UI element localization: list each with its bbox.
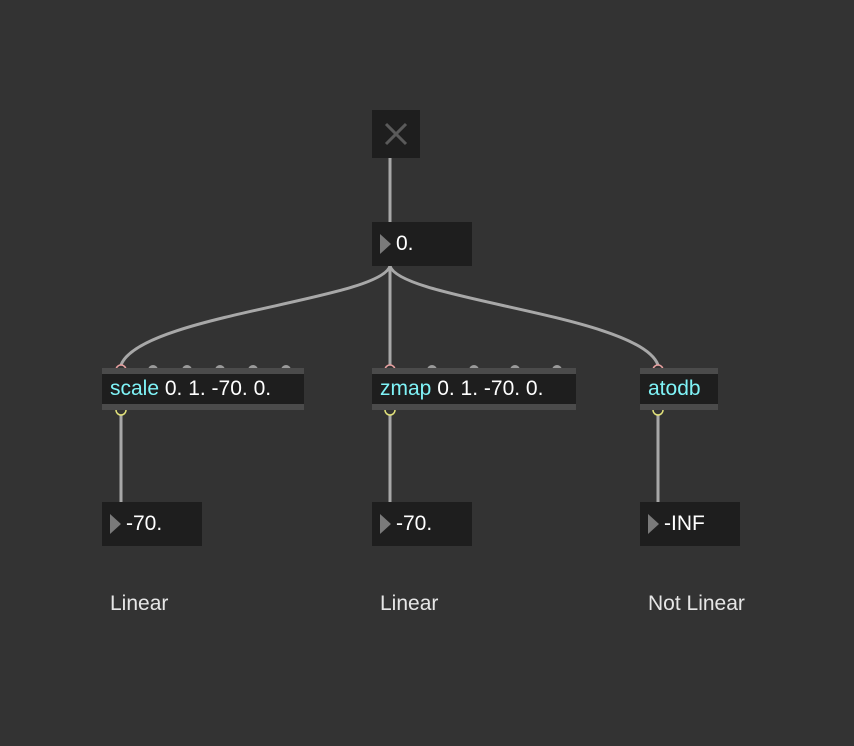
number-arrow-icon xyxy=(648,514,659,534)
object-class: zmap xyxy=(380,377,432,400)
x-icon xyxy=(384,122,408,146)
number-value: -70. xyxy=(396,512,433,535)
comment-linear-zmap: Linear xyxy=(380,592,439,615)
number-value: -INF xyxy=(664,512,705,535)
patch-cord[interactable] xyxy=(388,265,660,366)
object-class: scale xyxy=(110,377,160,400)
zmap-object[interactable]: zmap 0. 1. -70. 0. xyxy=(372,368,576,410)
object-args: 0. 1. -70. 0. xyxy=(431,377,544,400)
number-arrow-icon xyxy=(380,514,391,534)
patch-cord[interactable] xyxy=(119,265,392,366)
atodb-object[interactable]: atodb xyxy=(640,368,718,410)
object-text: atodb xyxy=(648,374,701,404)
number-arrow-icon xyxy=(380,234,391,254)
number-arrow-icon xyxy=(110,514,121,534)
float-number-box[interactable]: 0. xyxy=(372,222,472,266)
comment-linear-scale: Linear xyxy=(110,592,169,615)
number-value: -70. xyxy=(126,512,163,535)
output-number-box-scale[interactable]: -70. xyxy=(102,502,202,546)
object-text: zmap 0. 1. -70. 0. xyxy=(380,374,543,404)
object-class: atodb xyxy=(648,377,701,400)
output-number-box-atodb[interactable]: -INF xyxy=(640,502,740,546)
object-text: scale 0. 1. -70. 0. xyxy=(110,374,271,404)
object-args: 0. 1. -70. 0. xyxy=(159,377,272,400)
number-value: 0. xyxy=(396,232,414,255)
comment-not-linear: Not Linear xyxy=(648,592,745,615)
toggle-object[interactable] xyxy=(372,110,420,158)
output-number-box-zmap[interactable]: -70. xyxy=(372,502,472,546)
scale-object[interactable]: scale 0. 1. -70. 0. xyxy=(102,368,304,410)
